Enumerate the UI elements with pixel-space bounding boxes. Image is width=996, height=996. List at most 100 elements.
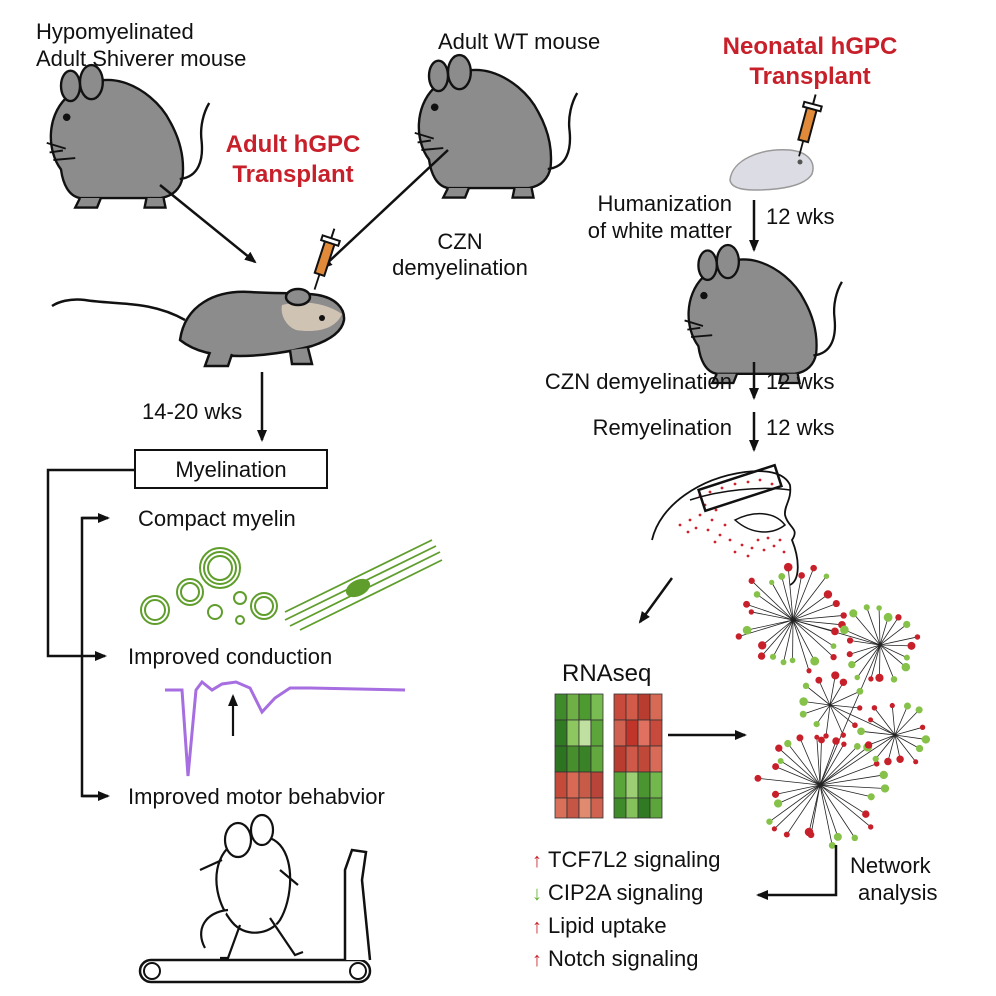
myelinated-axon-icon [284, 539, 443, 631]
neonatal-syringe-icon [789, 91, 826, 160]
network-edge [772, 619, 794, 658]
network-node [798, 572, 805, 579]
network-edge [810, 784, 821, 835]
network-edge [894, 734, 901, 760]
network-node [799, 710, 807, 718]
up-arrow-icon: ↑ [532, 850, 542, 872]
shiverer-mouse-icon [45, 63, 211, 209]
network-edge [849, 644, 881, 655]
neonatal-transplant-title-line2: Transplant [749, 63, 871, 90]
network-node [921, 735, 931, 744]
network-graph-icon [735, 562, 931, 849]
network-edge [769, 784, 821, 822]
network-node [919, 724, 926, 730]
network-edge [786, 784, 821, 835]
network-node [754, 774, 762, 782]
down-arrow-icon: ↓ [532, 883, 542, 905]
network-node [778, 573, 786, 580]
network-edge [853, 613, 881, 646]
arrow-to-rnaseq [638, 577, 674, 624]
network-node [753, 591, 761, 598]
network-node [806, 668, 812, 674]
myelination-label: Myelination [175, 457, 287, 482]
network-edge [829, 675, 836, 706]
network-node [758, 641, 767, 650]
network-edge [774, 784, 821, 830]
network-edge [816, 737, 821, 786]
network-node [848, 660, 856, 669]
network-edge [829, 704, 896, 736]
network-node [856, 687, 864, 695]
network-edge [775, 784, 821, 795]
network-edge [819, 784, 839, 837]
network-node [823, 590, 833, 599]
network-edge [870, 719, 896, 736]
network-edge [819, 734, 896, 786]
network-node [832, 737, 840, 745]
network-edge [780, 760, 821, 786]
network-edge [787, 567, 794, 621]
network-edge [756, 594, 794, 621]
network-node [867, 793, 875, 801]
network-edge [878, 607, 881, 646]
network-node [864, 741, 873, 749]
network-node [831, 627, 839, 636]
network-edge [894, 726, 923, 736]
outcome-improved-conduction: Improved conduction [128, 644, 333, 669]
network-node [769, 653, 777, 660]
network-edge [861, 730, 896, 736]
rnaseq-label: RNAseq [562, 660, 652, 687]
network-node [814, 734, 820, 740]
arrow-wt-to-transplant [320, 149, 449, 270]
network-node [780, 659, 787, 666]
network-node [823, 733, 829, 739]
network-node [903, 620, 911, 629]
network-edge [799, 737, 821, 786]
myelin-rings-icon [140, 547, 278, 625]
network-node [773, 799, 783, 808]
humanized-mouse-icon [683, 243, 844, 385]
network-node [915, 706, 923, 714]
network-node [883, 612, 893, 622]
network-node [735, 633, 742, 640]
network-edge [850, 640, 881, 646]
network-edge [894, 705, 908, 736]
network-edge [887, 734, 896, 762]
running-mouse-icon [199, 813, 304, 960]
neonatal-transplant-title-line1: Neonatal hGPC [722, 33, 898, 60]
network-edge [879, 624, 907, 646]
arrow-shiverer-to-transplant [159, 184, 257, 264]
wt-mouse-label: Adult WT mouse [438, 29, 601, 54]
network-edge [781, 576, 794, 621]
network-node [810, 564, 817, 572]
network-node [771, 790, 780, 798]
network-edge [751, 611, 794, 621]
network-node [875, 673, 884, 682]
network-node [784, 739, 792, 748]
wt-mouse-icon [413, 53, 579, 199]
network-edge [879, 644, 895, 680]
network-node [876, 605, 882, 611]
network-edge [792, 603, 837, 621]
network-node [833, 832, 842, 841]
network-node [810, 656, 820, 666]
network-edge [825, 704, 831, 737]
finding-notch: ↑Notch signaling [532, 945, 720, 974]
network-edge [894, 734, 917, 763]
network-edge [819, 784, 856, 839]
network-edge [777, 784, 821, 804]
network-node [907, 641, 916, 650]
network-node [884, 757, 892, 766]
heatmap-icon [554, 693, 663, 819]
outcome-compact-myelin: Compact myelin [138, 506, 296, 531]
network-edge [874, 707, 896, 736]
network-node [831, 671, 840, 680]
conduction-trace-icon [165, 679, 406, 777]
network-node [813, 720, 820, 728]
network-node [757, 652, 766, 660]
findings-list: ↑TCF7L2 signaling ↓CIP2A signaling ↑Lipi… [532, 846, 720, 971]
network-edge [829, 690, 861, 706]
network-edge [792, 575, 803, 621]
network-node [903, 702, 911, 710]
